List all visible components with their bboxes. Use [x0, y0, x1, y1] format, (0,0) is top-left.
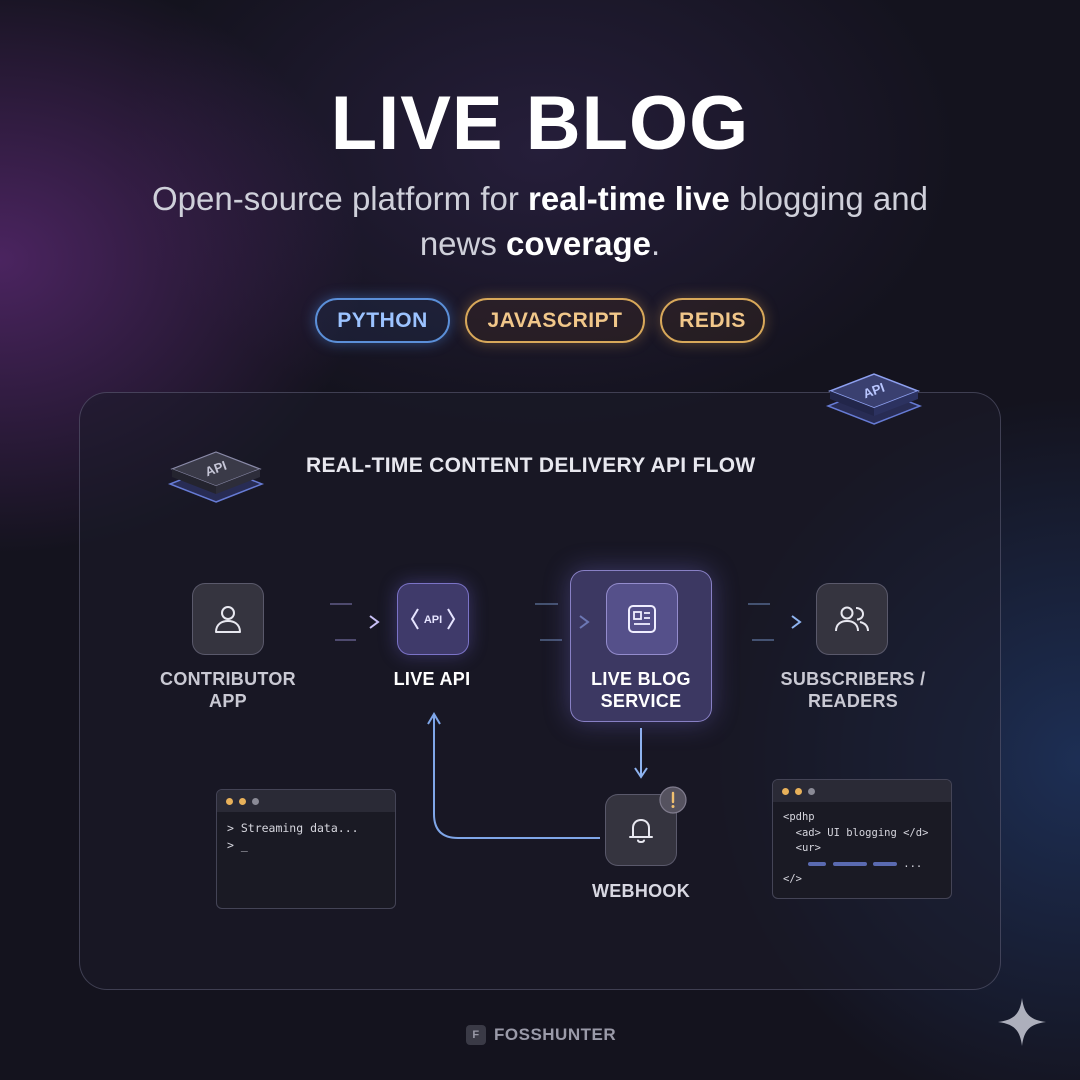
- user-icon: [215, 606, 241, 633]
- subtitle-text-1: Open-source platform for: [152, 180, 529, 217]
- node-live-api: API: [397, 583, 469, 655]
- terminal-output: > Streaming data... > _: [217, 812, 395, 862]
- label-live-blog-service: LIVE BLOG SERVICE: [591, 669, 691, 711]
- window-dot-icon: [239, 797, 246, 805]
- window-dot-icon: [782, 787, 789, 795]
- bell-icon: [629, 819, 653, 843]
- code-line: <ad> UI blogging </d>: [783, 826, 929, 839]
- alert-badge-icon: [659, 786, 687, 814]
- fosshunter-logo-icon: F: [466, 1025, 486, 1045]
- code-window: <pdhp <ad> UI blogging </d> <ur> ... </>: [772, 779, 952, 899]
- users-icon: [835, 606, 869, 632]
- code-line: <ur>: [783, 842, 821, 854]
- article-icon: [628, 605, 656, 633]
- sparkle-icon: [998, 998, 1046, 1046]
- terminal-window: > Streaming data... > _: [216, 789, 396, 909]
- terminal-line: > _: [227, 838, 248, 852]
- subtitle-bold-1: real-time live: [528, 180, 730, 217]
- flow-arrow-contributor-to-api: [275, 603, 380, 641]
- window-dot-icon: [252, 797, 259, 805]
- label-subscribers: SUBSCRIBERS / READERS: [780, 669, 926, 711]
- tag-javascript: JAVASCRIPT: [465, 298, 645, 343]
- subtitle-text-2: blogging and news: [419, 180, 928, 262]
- window-dot-icon: [808, 787, 815, 795]
- label-contributor-app: CONTRIBUTOR APP: [160, 669, 296, 711]
- code-placeholder-bar: [832, 861, 867, 866]
- tag-python: PYTHON: [315, 298, 450, 343]
- code-titlebar: [773, 780, 951, 802]
- service-icon-tile: [606, 583, 678, 655]
- terminal-titlebar: [217, 790, 395, 812]
- code-line: ...: [783, 857, 941, 873]
- api-chip-icon: API: [167, 451, 265, 503]
- api-chip-label: API: [203, 458, 228, 480]
- window-dot-icon: [226, 797, 233, 805]
- page-subtitle: Open-source platform for real-time live …: [140, 176, 940, 266]
- node-contributor-app: [192, 583, 264, 655]
- code-placeholder-bar: [872, 861, 897, 866]
- api-icon-text: API: [424, 614, 442, 626]
- window-dot-icon: [795, 787, 802, 795]
- flow-arrow-service-to-webhook: [634, 728, 648, 779]
- code-ellipsis: ...: [903, 857, 923, 870]
- brand-footer: F FOSSHUNTER: [466, 1024, 616, 1046]
- code-content: <pdhp <ad> UI blogging </d> <ur> ... </>: [773, 802, 951, 896]
- code-line: <pdhp: [783, 811, 815, 823]
- flow-arrow-service-to-subscribers: [700, 603, 802, 641]
- label-live-api: LIVE API: [393, 669, 471, 689]
- diagram-title: REAL-TIME CONTENT DELIVERY API FLOW: [306, 454, 756, 477]
- api-chip-icon: API: [825, 373, 923, 425]
- brand-name: FOSSHUNTER: [494, 1025, 617, 1044]
- code-line: </>: [783, 873, 802, 885]
- code-placeholder-bar: [808, 861, 827, 866]
- label-webhook: WEBHOOK: [591, 881, 691, 901]
- flow-arrow-webhook-to-api: [427, 712, 600, 839]
- subtitle-bold-2: coverage: [506, 225, 651, 262]
- node-subscribers: [816, 583, 888, 655]
- api-brackets-icon: API: [410, 608, 456, 630]
- api-chip-label: API: [861, 380, 886, 402]
- terminal-line: > Streaming data...: [227, 821, 359, 835]
- tag-redis: REDIS: [660, 298, 765, 343]
- page-title: LIVE BLOG: [330, 81, 750, 166]
- subtitle-text-3: .: [650, 225, 661, 262]
